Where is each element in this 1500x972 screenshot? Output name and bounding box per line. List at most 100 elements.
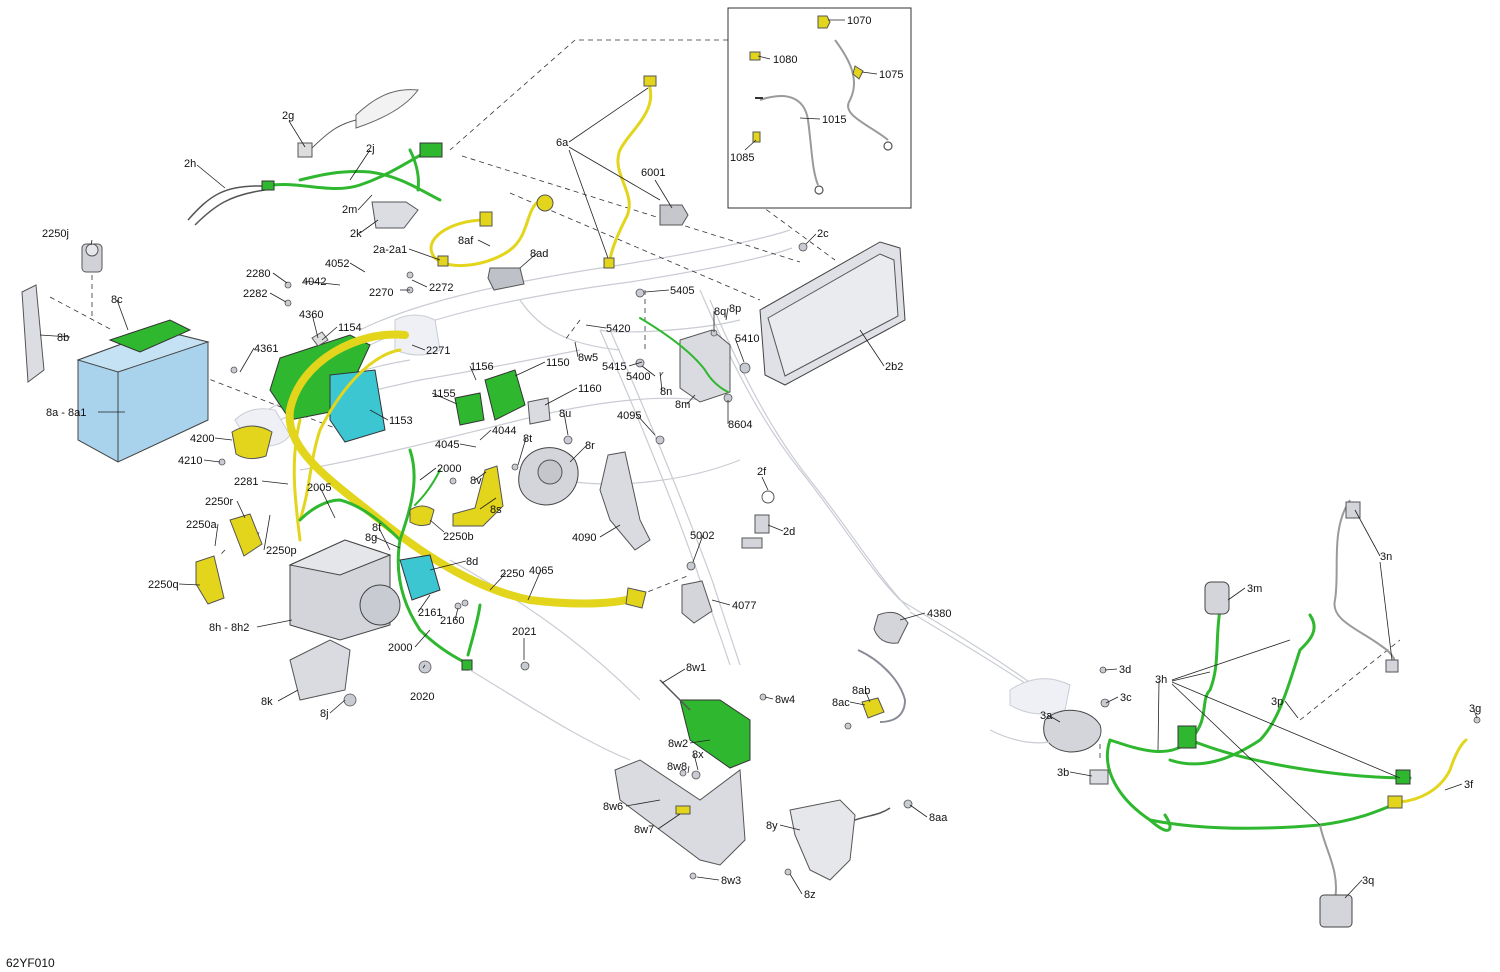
- callout-2282: 2282: [243, 288, 267, 300]
- callout-4095: 4095: [617, 410, 641, 422]
- callout-2000-upper: 2000: [437, 463, 461, 475]
- callout-8ab: 8ab: [852, 685, 870, 697]
- callout-1080: 1080: [773, 54, 797, 66]
- callout-3p: 3p: [1271, 696, 1283, 708]
- callout-1085: 1085: [730, 152, 754, 164]
- callout-2160: 2160: [440, 615, 464, 627]
- callout-1156: 1156: [470, 361, 494, 373]
- harness-6a: [603, 75, 689, 269]
- callout-2271: 2271: [426, 345, 450, 357]
- callout-1070: 1070: [847, 15, 871, 27]
- callout-2250j: 2250j: [42, 228, 69, 240]
- front-harness-2j: [187, 89, 443, 229]
- callout-2g: 2g: [282, 110, 294, 122]
- actuator-8y: [789, 799, 891, 881]
- callout-8k: 8k: [261, 696, 273, 708]
- callout-5405: 5405: [670, 285, 694, 297]
- callout-8c: 8c: [111, 294, 123, 306]
- module-8m: [639, 317, 731, 403]
- callout-8ac: 8ac: [832, 697, 850, 709]
- callout-8b: 8b: [57, 332, 69, 344]
- abs-module-8h: [288, 539, 441, 701]
- callout-4052: 4052: [325, 258, 349, 270]
- callout-8w3: 8w3: [721, 875, 741, 887]
- callout-8af: 8af: [458, 235, 474, 247]
- callout-2161: 2161: [418, 607, 442, 619]
- callout-1155: 1155: [432, 388, 456, 400]
- callout-2b2: 2b2: [885, 361, 903, 373]
- callout-8w4: 8w4: [775, 694, 795, 706]
- callout-2d: 2d: [783, 526, 795, 538]
- callout-4200: 4200: [190, 433, 214, 445]
- callout-1154: 1154: [338, 322, 362, 334]
- callout-8n: 8n: [660, 386, 672, 398]
- callout-2m: 2m: [342, 204, 357, 216]
- rear-harness-3h: [989, 499, 1468, 928]
- callout-4065: 4065: [529, 565, 553, 577]
- callout-2250: 2250: [500, 568, 524, 580]
- relay-1150: [454, 369, 551, 426]
- callout-2h: 2h: [184, 158, 196, 170]
- power-cable-2250: [285, 330, 647, 609]
- callout-8q: 8q: [714, 306, 726, 318]
- callout-8m: 8m: [675, 399, 690, 411]
- callout-2280: 2280: [246, 268, 270, 280]
- callout-2250p: 2250p: [266, 545, 297, 557]
- callout-4077: 4077: [732, 600, 756, 612]
- callout-8p: 8p: [729, 303, 741, 315]
- callout-1075: 1075: [879, 69, 903, 81]
- callout-5002: 5002: [690, 530, 714, 542]
- fasteners: [218, 242, 1481, 880]
- callout-2000-lower: 2000: [388, 642, 412, 654]
- callout-3f: 3f: [1464, 779, 1474, 791]
- callout-2270: 2270: [369, 287, 393, 299]
- callout-8a-8a1: 8a - 8a1: [46, 407, 86, 419]
- display-2b2: [759, 241, 906, 386]
- callout-leaders: [39, 19, 1478, 899]
- callout-8z: 8z: [804, 889, 816, 901]
- callout-2020: 2020: [410, 691, 434, 703]
- callout-labels: 1070 1080 1075 1015 1085 2g 2h 2j 2m 2k …: [42, 15, 1481, 901]
- callout-1153: 1153: [389, 415, 413, 427]
- callout-4045: 4045: [435, 439, 459, 451]
- callout-8w7: 8w7: [634, 824, 654, 836]
- callout-2250r: 2250r: [205, 496, 233, 508]
- callout-8y: 8y: [766, 820, 778, 832]
- drawing-code: 62YF010: [6, 956, 55, 970]
- callout-8ad: 8ad: [530, 248, 548, 260]
- callout-8r: 8r: [585, 440, 595, 452]
- bracket-4090: [599, 451, 651, 551]
- callout-3a: 3a: [1040, 710, 1053, 722]
- callout-2a-2a1: 2a-2a1: [373, 244, 407, 256]
- callout-8t: 8t: [523, 433, 532, 445]
- callout-3q: 3q: [1362, 875, 1374, 887]
- speaker-8r: [518, 447, 579, 506]
- callout-5410: 5410: [735, 333, 759, 345]
- callout-3n: 3n: [1380, 551, 1392, 563]
- callout-8w6: 8w6: [603, 801, 623, 813]
- callout-8x: 8x: [692, 749, 704, 761]
- callout-2272: 2272: [429, 282, 453, 294]
- callout-2250q: 2250q: [148, 579, 179, 591]
- callout-6001: 6001: [641, 167, 665, 179]
- callout-1015: 1015: [822, 114, 846, 126]
- callout-5420: 5420: [606, 323, 630, 335]
- callout-8u: 8u: [559, 408, 571, 420]
- callout-6a: 6a: [556, 137, 569, 149]
- callout-8g: 8g: [365, 532, 377, 544]
- callout-4360: 4360: [299, 309, 323, 321]
- callout-4210: 4210: [178, 455, 202, 467]
- callout-8v: 8v: [470, 475, 482, 487]
- callout-2k: 2k: [350, 228, 362, 240]
- callout-5415: 5415: [602, 361, 626, 373]
- harness-2000: [298, 448, 631, 761]
- misc-parts: [681, 490, 909, 723]
- callout-8s: 8s: [490, 504, 502, 516]
- callout-2250a: 2250a: [186, 519, 217, 531]
- callout-8w2: 8w2: [668, 738, 688, 750]
- callout-8aa: 8aa: [929, 812, 948, 824]
- bracket-8w: [614, 679, 751, 866]
- callout-3b: 3b: [1057, 767, 1069, 779]
- callout-5400: 5400: [626, 371, 650, 383]
